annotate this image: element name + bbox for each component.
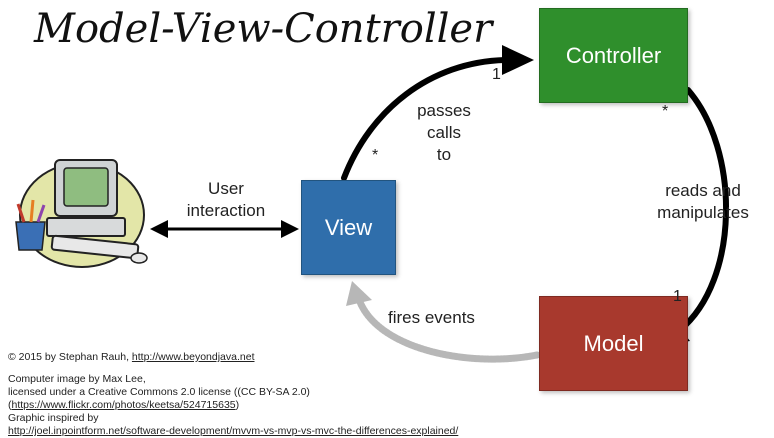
beyondjava-link[interactable]: http://www.beyondjava.net	[131, 351, 255, 363]
arrowhead-model-to-view	[346, 281, 372, 306]
multiplicity-model-end: 1	[673, 288, 682, 305]
passes-calls-to-line-1: passes	[417, 101, 471, 120]
flickr-link-suffix: )	[235, 399, 240, 411]
flickr-link-prefix: (	[8, 399, 12, 411]
inspired-by-text: Graphic inspired by	[8, 412, 99, 424]
passes-calls-to-line-3: to	[436, 145, 452, 164]
user-interaction-line-1: User	[208, 179, 244, 198]
arrowhead-user-left	[150, 220, 168, 238]
multiplicity-view-start: *	[372, 147, 379, 164]
user-interaction-line-2: interaction	[186, 201, 266, 220]
copyright-text: © 2015 by Stephan Rauh,	[8, 351, 132, 363]
arrow-controller-to-model	[677, 87, 730, 333]
arrow-model-to-view	[356, 298, 541, 363]
inspired-by-line: http://joel.inpointform.net/software-dev…	[8, 425, 458, 438]
diagram-title: Model-View-Controller	[34, 6, 493, 52]
user-interaction-label: User interaction	[176, 178, 276, 222]
flickr-link[interactable]: https://www.flickr.com/photos/keetsa/524…	[11, 399, 236, 411]
multiplicity-controller-end: 1	[492, 66, 501, 83]
image-credit-line-1: Computer image by Max Lee,	[8, 373, 146, 385]
copyright-line: © 2015 by Stephan Rauh, http://www.beyon…	[8, 351, 255, 364]
reads-and-manipulates-label: reads and manipulates	[645, 180, 761, 224]
view-box: View	[301, 180, 396, 275]
image-credit-line-2: licensed under a Creative Commons 2.0 li…	[8, 386, 310, 398]
controller-box: Controller	[539, 8, 688, 103]
reads-and-manipulates-line-2: manipulates	[657, 203, 749, 222]
computer-clipart-icon	[15, 159, 148, 268]
passes-calls-to-label: passes calls to	[404, 100, 484, 166]
model-box: Model	[539, 296, 688, 391]
multiplicity-controller-start: *	[662, 103, 669, 120]
image-credit-line-3: (https://www.flickr.com/photos/keetsa/52…	[8, 399, 458, 412]
arrowhead-user-right	[281, 220, 299, 238]
arrowhead-view-to-controller	[502, 45, 534, 75]
reads-and-manipulates-line-1: reads and	[665, 181, 741, 200]
inpointform-link[interactable]: http://joel.inpointform.net/software-dev…	[8, 425, 459, 437]
fires-events-label: fires events	[388, 308, 475, 327]
arrow-view-to-controller	[341, 57, 508, 181]
passes-calls-to-line-2: calls	[426, 123, 461, 142]
image-credit-block: Computer image by Max Lee, licensed unde…	[8, 373, 458, 438]
